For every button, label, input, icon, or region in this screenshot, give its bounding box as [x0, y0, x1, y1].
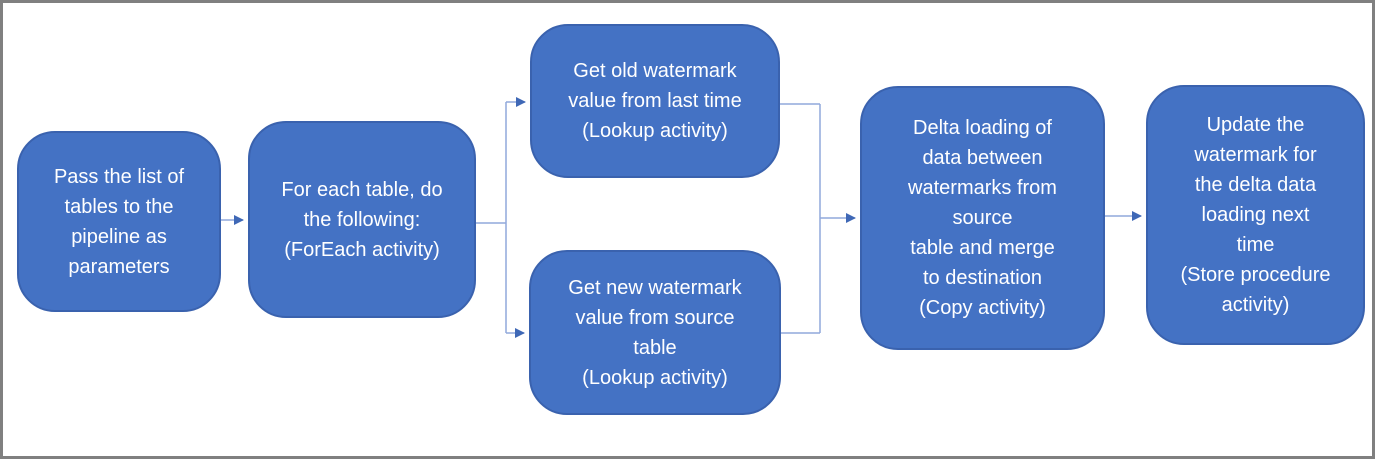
flow-node-get-new-watermark-label: Get new watermark value from source tabl… — [568, 276, 742, 389]
flow-node-pass-tables: Pass the list of tables to the pipeline … — [17, 131, 221, 312]
flow-node-delta-loading: Delta loading of data between watermarks… — [860, 86, 1105, 350]
flow-node-update-watermark-label: Update the watermark for the delta data … — [1180, 114, 1331, 316]
flow-node-get-old-watermark: Get old watermark value from last time (… — [530, 24, 780, 178]
flow-node-update-watermark: Update the watermark for the delta data … — [1146, 85, 1365, 345]
flow-node-foreach-table-label: For each table, do the following: (ForEa… — [281, 178, 443, 261]
flow-node-get-new-watermark: Get new watermark value from source tabl… — [529, 250, 781, 415]
flow-node-get-old-watermark-label: Get old watermark value from last time (… — [568, 60, 742, 142]
flow-node-foreach-table: For each table, do the following: (ForEa… — [248, 121, 476, 318]
flow-node-pass-tables-label: Pass the list of tables to the pipeline … — [53, 165, 185, 278]
flow-node-delta-loading-label: Delta loading of data between watermarks… — [908, 117, 1057, 319]
